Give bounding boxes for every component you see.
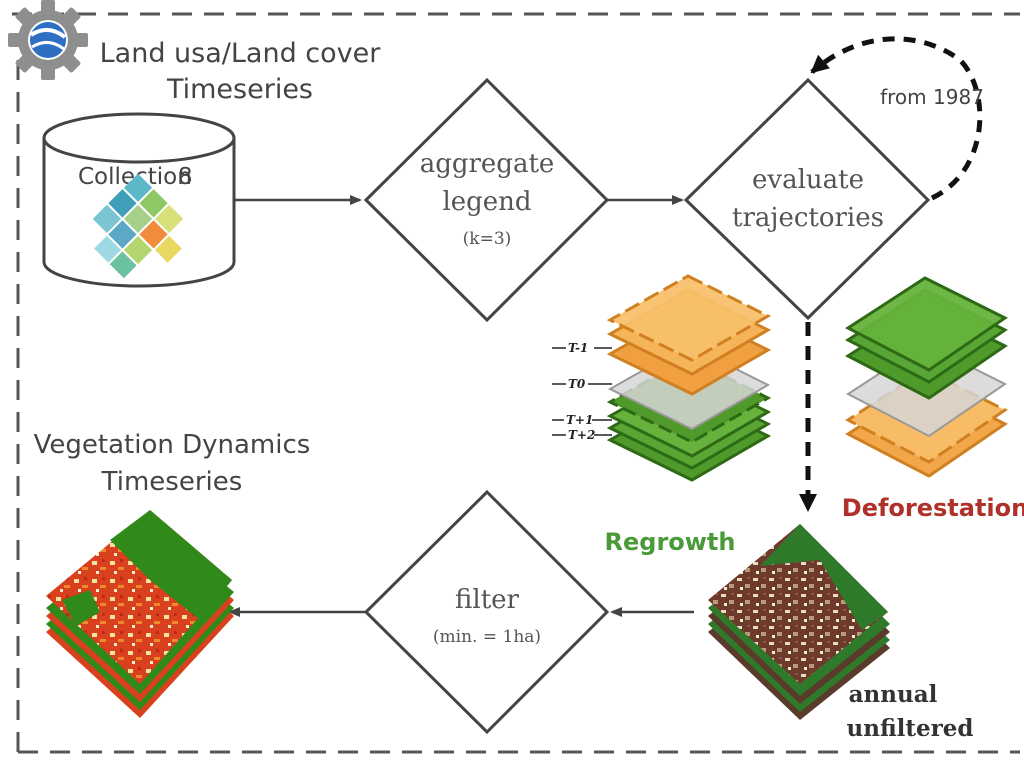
filter-step: filter (min. = 1ha) bbox=[363, 489, 610, 735]
aggregate-line2: legend bbox=[442, 187, 531, 217]
time-labels: T-1 T0 T+1 T+2 bbox=[552, 341, 612, 442]
label-t-plus-2: T+2 bbox=[568, 428, 595, 442]
label-t0: T0 bbox=[568, 377, 586, 391]
unfiltered-line1: annual bbox=[849, 681, 938, 708]
evaluate-line2: trajectories bbox=[732, 203, 884, 233]
deforestation-layer-stack bbox=[845, 276, 1008, 478]
earth-engine-gear-icon bbox=[8, 0, 88, 80]
header-title-line2: Timeseries bbox=[166, 74, 313, 105]
aggregate-line1: aggregate bbox=[420, 149, 555, 179]
evaluate-line1: evaluate bbox=[752, 165, 864, 195]
header-title-line1: Land usa/Land cover bbox=[100, 38, 382, 69]
output-title-line1: Vegetation Dynamics bbox=[34, 430, 311, 460]
annual-unfiltered-map-stack bbox=[708, 524, 890, 720]
deforestation-label: Deforestation bbox=[842, 494, 1024, 522]
regrowth-label: Regrowth bbox=[605, 528, 736, 556]
output-title-line2: Timeseries bbox=[101, 467, 243, 497]
loop-label: from 1987 bbox=[880, 85, 984, 109]
outer-frame bbox=[12, 12, 1020, 754]
label-t-plus-1: T+1 bbox=[566, 413, 593, 427]
evaluate-trajectories-step: evaluate trajectories bbox=[683, 77, 931, 321]
filter-line1: filter bbox=[455, 585, 519, 615]
aggregate-param: (k=3) bbox=[463, 229, 512, 249]
collection-number: 8 bbox=[178, 164, 193, 190]
vegetation-dynamics-map-stack bbox=[46, 510, 234, 718]
regrowth-layer-stack bbox=[606, 274, 772, 482]
aggregate-legend-step: aggregate legend (k=3) bbox=[363, 77, 610, 323]
filter-param: (min. = 1ha) bbox=[433, 627, 541, 647]
unfiltered-line2: unfiltered bbox=[847, 715, 974, 742]
label-t-minus-1: T-1 bbox=[568, 341, 588, 355]
